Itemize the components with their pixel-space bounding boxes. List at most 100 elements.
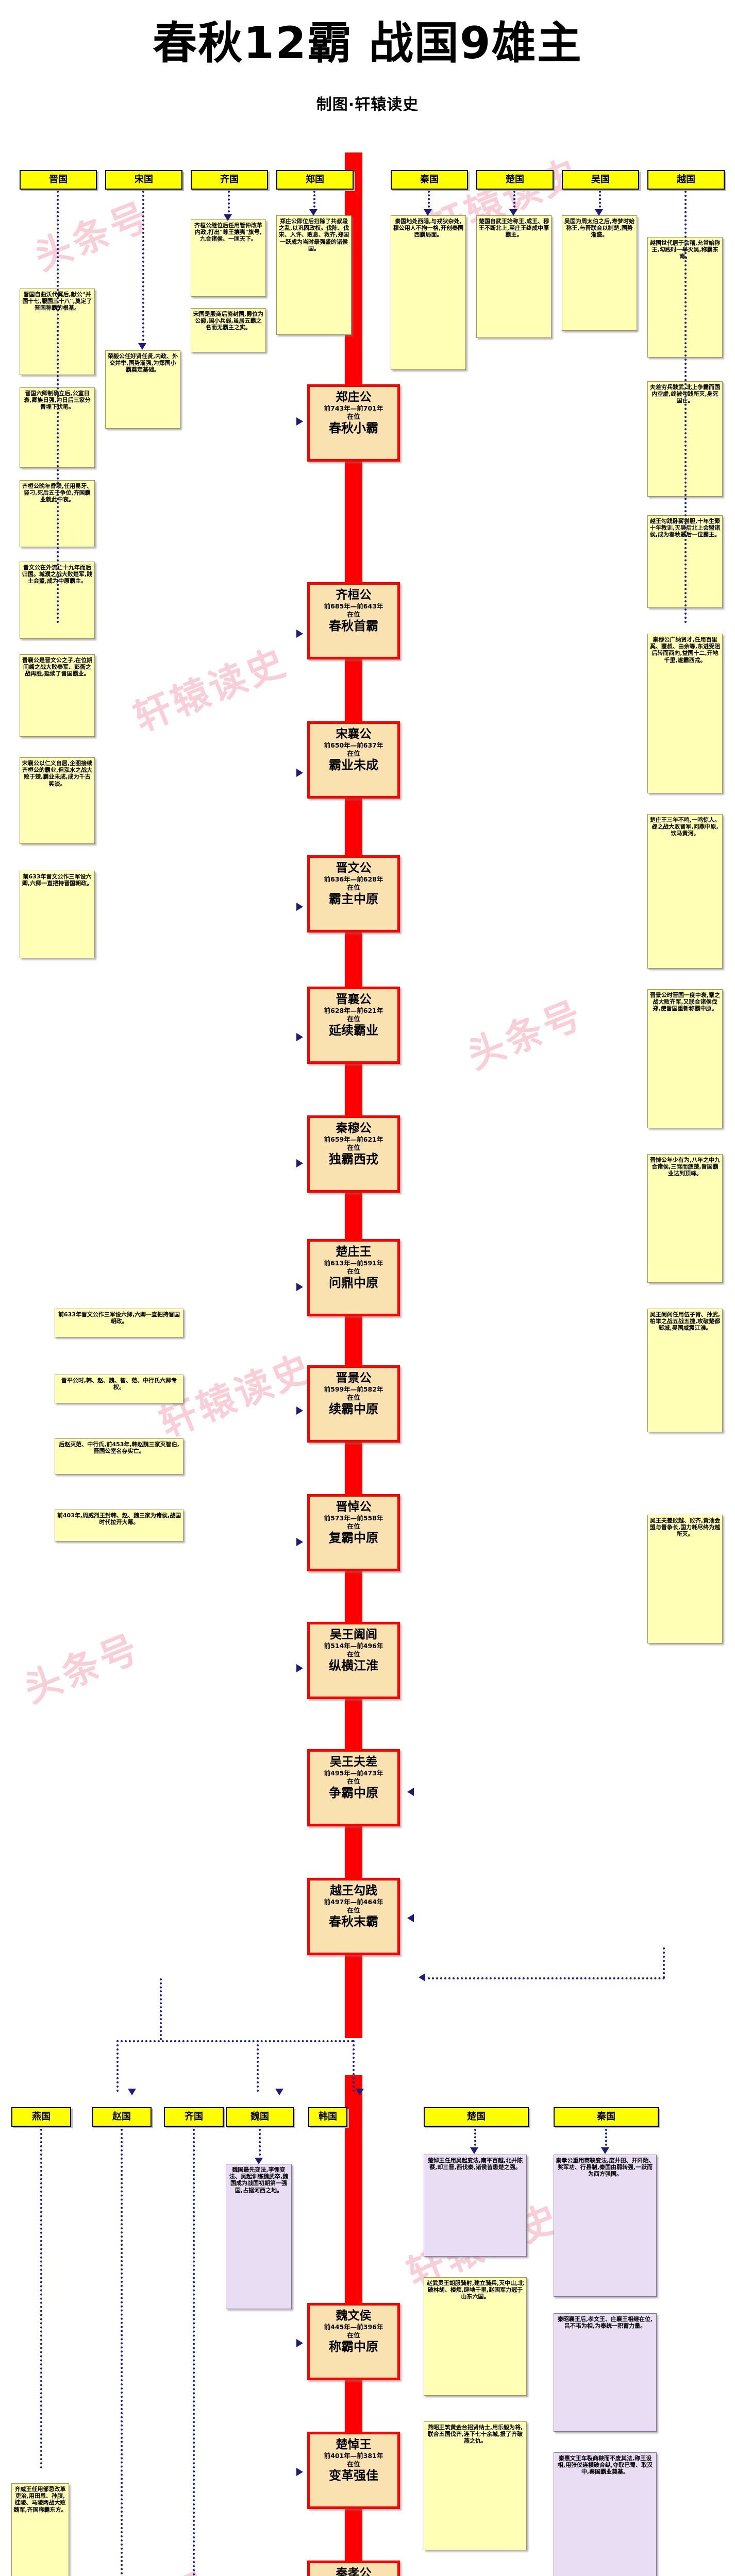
ruler-reign: 在位 <box>347 1522 360 1530</box>
ruler-title: 续霸中原 <box>329 1402 378 1416</box>
ruler-name: 宋襄公 <box>336 727 372 741</box>
ws-column-header-yan[interactable]: 燕国 <box>11 2107 71 2127</box>
ws-column-header-zhao[interactable]: 赵国 <box>92 2107 152 2127</box>
connector-line <box>116 2040 354 2042</box>
ruler-card[interactable]: 齐桓公 前685年—前643年 在位 春秋首霸 <box>307 582 400 659</box>
ruler-title: 变革强佳 <box>329 2468 378 2483</box>
connector-arrow <box>470 2147 478 2154</box>
ruler-card[interactable]: 晋襄公 前628年—前621年 在位 延续霸业 <box>307 987 400 1064</box>
ruler-card[interactable]: 晋文公 前636年—前628年 在位 霸主中原 <box>307 855 400 933</box>
ruler-title: 延续霸业 <box>329 1023 378 1038</box>
sa-column-header-wu[interactable]: 吴国 <box>562 170 639 190</box>
connector-line <box>513 191 515 211</box>
sa-column-header-qi[interactable]: 齐国 <box>191 170 268 190</box>
connector-arrow <box>138 343 146 350</box>
ruler-date: 前445年—前396年 <box>324 2323 383 2331</box>
ruler-title: 春秋末霸 <box>329 1914 378 1929</box>
note-box: 秦昭襄王后,孝文王、庄襄王相继在位,吕不韦为相,为秦统一积蓄力量。 <box>554 2313 657 2432</box>
ruler-reign: 在位 <box>347 413 360 420</box>
sa-column-header-qin[interactable]: 秦国 <box>391 170 468 190</box>
connector-arrow <box>296 1283 303 1291</box>
ruler-reign: 在位 <box>347 750 360 757</box>
ruler-card[interactable]: 楚悼王 前401年—前381年 在位 变革强佳 <box>307 2432 400 2509</box>
connector-arrow <box>296 1538 303 1546</box>
connector-arrow <box>224 214 232 221</box>
note-box: 秦国地处西陲,与戎狄杂处,穆公用人不拘一格,开创秦国西霸局面。 <box>391 215 466 370</box>
note-box: 赵武灵王胡服骑射,建立骑兵,灭中山,北破林胡、楼烦,辟地千里,赵国军力冠于山东六… <box>424 2277 527 2396</box>
connector-arrow <box>275 2089 283 2095</box>
watermark: 轩辕读史 <box>128 639 293 740</box>
ruler-date: 前659年—前621年 <box>324 1136 383 1143</box>
note-box: 秦孝公重用商鞅变法,废井田、开阡陌、奖军功、行县制,秦国由弱转强,一跃而为西方强… <box>554 2155 657 2297</box>
ruler-card[interactable]: 晋景公 前599年—前582年 在位 续霸中原 <box>307 1365 400 1443</box>
ruler-date: 前573年—前558年 <box>324 1514 383 1522</box>
note-box: 燕昭王筑黄金台招贤纳士,用乐毅为将,联合五国伐齐,连下七十余城,报了齐破燕之仇。 <box>424 2421 527 2550</box>
note-box: 吴王夫差败越、败齐,黄池会盟与晋争长,国力耗尽终为越所灭。 <box>647 1515 723 1643</box>
connector-line <box>193 2129 195 2576</box>
connector-line <box>353 2040 355 2092</box>
ruler-name: 魏文侯 <box>336 2309 372 2323</box>
ruler-title: 纵横江淮 <box>329 1658 378 1673</box>
ruler-card[interactable]: 秦孝公 前361年—前338年 在位 秦之崛起 <box>307 2561 400 2576</box>
ruler-reign: 在位 <box>347 2460 360 2468</box>
ruler-name: 楚庄王 <box>336 1245 372 1259</box>
ruler-card[interactable]: 吴王阖闾 前514年—前496年 在位 纵横江淮 <box>307 1622 400 1699</box>
ruler-card[interactable]: 吴王夫差 前495年—前473年 在位 争霸中原 <box>307 1749 400 1826</box>
ws-column-header-wei[interactable]: 魏国 <box>226 2107 294 2127</box>
ruler-name: 吴王夫差 <box>330 1755 377 1769</box>
note-box: 宋国是殷商后裔封国,爵位为公爵,国小兵弱,虽居五霸之名而无霸主之实。 <box>191 308 266 352</box>
ruler-date: 前650年—前637年 <box>324 741 383 749</box>
ruler-card[interactable]: 晋悼公 前573年—前558年 在位 复霸中原 <box>307 1494 400 1571</box>
connector-arrow <box>296 1406 303 1415</box>
ruler-title: 春秋首霸 <box>329 619 378 633</box>
sa-column-header-zheng[interactable]: 郑国 <box>276 170 354 190</box>
ruler-card[interactable]: 魏文侯 前445年—前396年 在位 称霸中原 <box>307 2303 400 2380</box>
sa-column-header-chu[interactable]: 楚国 <box>476 170 554 190</box>
connector-line <box>116 2040 119 2092</box>
ruler-title: 霸主中原 <box>329 892 378 906</box>
ruler-name: 晋景公 <box>336 1371 372 1385</box>
sa-column-header-song[interactable]: 宋国 <box>105 170 182 190</box>
connector-arrow <box>296 2468 303 2476</box>
connector-line <box>313 191 315 211</box>
ruler-card[interactable]: 秦穆公 前659年—前621年 在位 独霸西戎 <box>307 1115 400 1193</box>
connector-line <box>428 191 430 211</box>
ruler-card[interactable]: 郑庄公 前743年—前701年 在位 春秋小霸 <box>307 384 400 462</box>
ruler-date: 前685年—前643年 <box>324 602 383 610</box>
ruler-card[interactable]: 越王勾践 前497年—前464年 在位 春秋末霸 <box>307 1878 400 1955</box>
ruler-card[interactable]: 楚庄王 前613年—前591年 在位 问鼎中原 <box>307 1239 400 1316</box>
connector-arrow <box>309 209 318 216</box>
sa-column-header-jin[interactable]: 晋国 <box>20 170 97 190</box>
connector-line <box>160 1978 162 2040</box>
ruler-card[interactable]: 宋襄公 前650年—前637年 在位 霸业未成 <box>307 721 400 799</box>
note-box: 晋平公时,韩、赵、魏、智、范、中行氏六卿专权。 <box>55 1375 183 1403</box>
ruler-name: 晋文公 <box>336 861 372 875</box>
ruler-title: 争霸中原 <box>329 1786 378 1800</box>
ruler-title: 问鼎中原 <box>329 1276 378 1290</box>
note-box: 吴王阖闾任用伍子胥、孙武,柏举之战五战五捷,攻破楚都郢城,吴国威震江淮。 <box>647 1309 723 1432</box>
ruler-date: 前613年—前591年 <box>324 1259 383 1267</box>
ws-column-header-han[interactable]: 韩国 <box>308 2107 347 2127</box>
connector-arrow <box>296 2339 303 2347</box>
ruler-date: 前495年—前473年 <box>324 1769 383 1777</box>
ws-column-header-qin[interactable]: 秦国 <box>554 2107 659 2127</box>
note-box: 秦惠文王车裂商鞅而不废其法,称王设相,用张仪连横破合纵,夺取巴蜀、取汉中,秦国霸… <box>554 2452 657 2576</box>
ruler-name: 秦孝公 <box>336 2567 372 2576</box>
ruler-name: 越王勾践 <box>330 1884 377 1897</box>
watermark: 头条号 <box>18 1625 146 1711</box>
ruler-name: 秦穆公 <box>336 1122 372 1135</box>
connector-line <box>228 191 230 216</box>
connector-arrow <box>509 209 517 216</box>
watermark: 头条号 <box>28 193 157 279</box>
ruler-date: 前636年—前628年 <box>324 875 383 883</box>
connector-arrow <box>128 2089 136 2095</box>
ws-column-header-chu[interactable]: 楚国 <box>424 2107 529 2127</box>
note-box: 齐桓公继位后任用管仲改革内政,打出"尊王攘夷"旗号,九合诸侯、一匡天下。 <box>191 219 266 297</box>
sa-column-header-yue[interactable]: 越国 <box>647 170 725 190</box>
ws-column-header-qi[interactable]: 齐国 <box>164 2107 224 2127</box>
timeline-spine-spring-autumn <box>345 152 362 2038</box>
connector-arrow <box>356 2089 364 2095</box>
ruler-name: 晋悼公 <box>336 1500 372 1514</box>
note-box: 楚国自武王始称王,成王、穆王不断北上,至庄王终成中原霸主。 <box>476 215 552 338</box>
connector-line <box>605 2129 607 2149</box>
